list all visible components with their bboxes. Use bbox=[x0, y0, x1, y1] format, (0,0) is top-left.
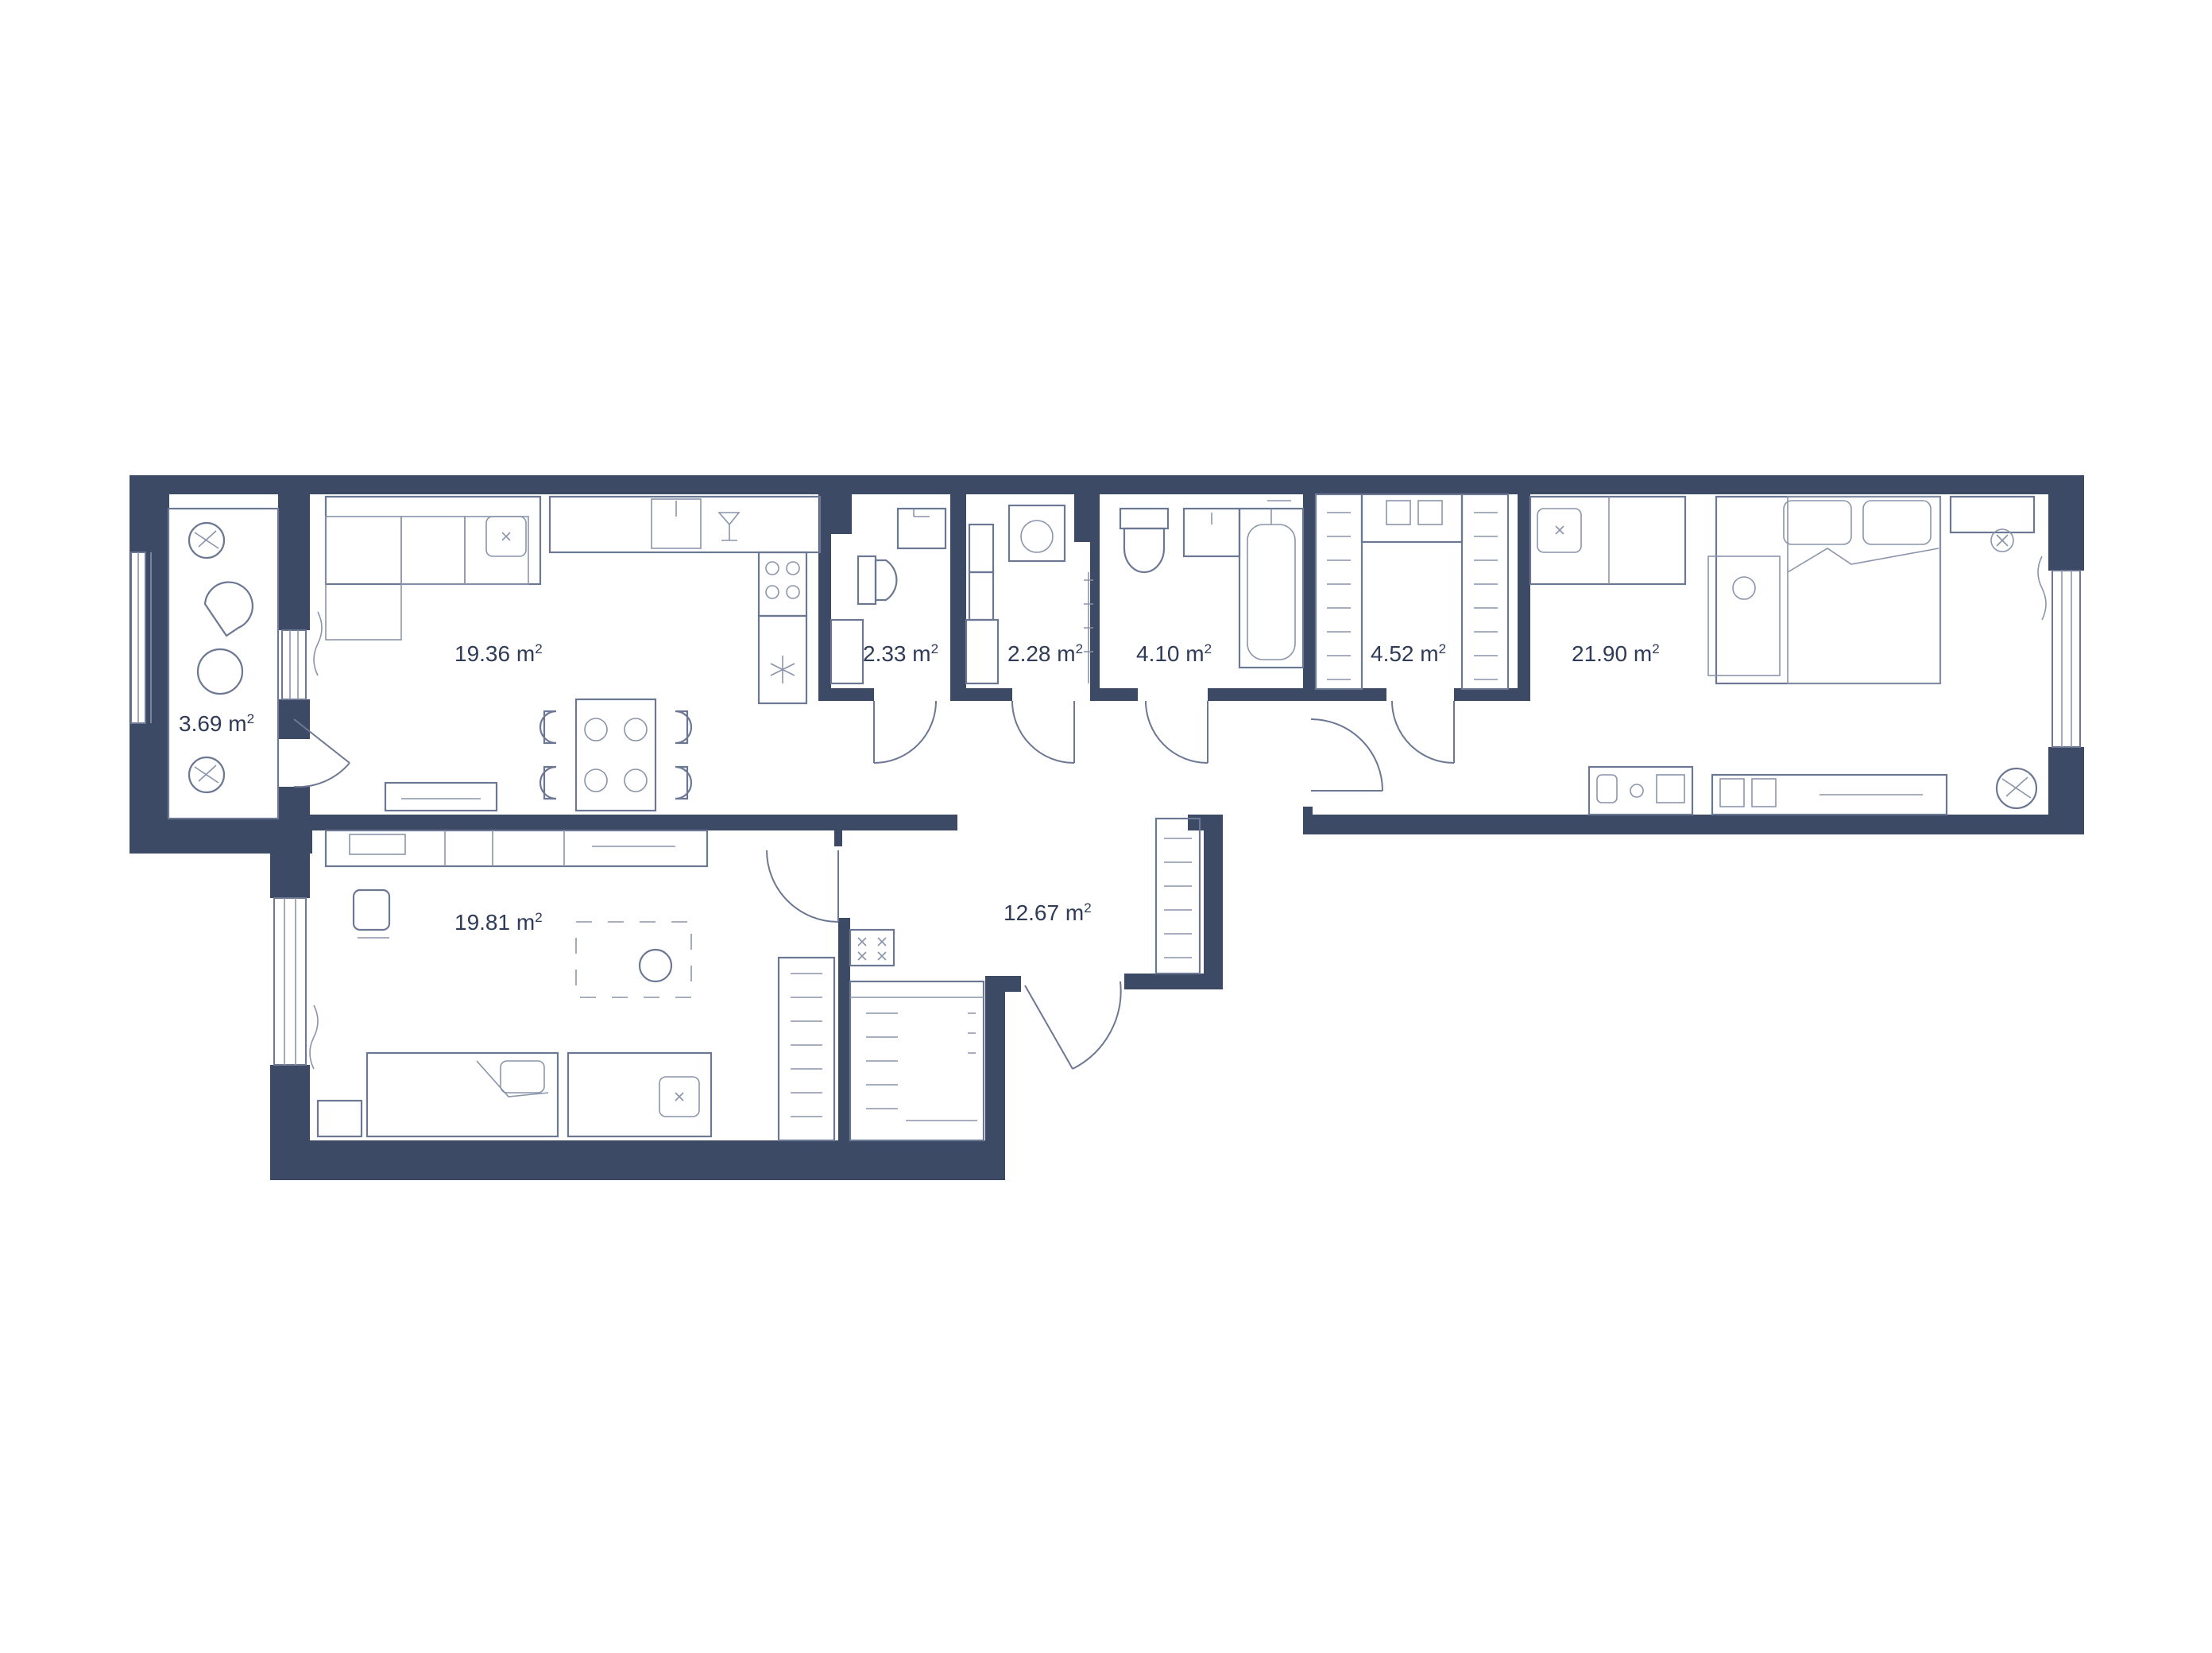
wardrobe-icon bbox=[1154, 817, 1201, 975]
toilet-icon bbox=[1119, 507, 1170, 574]
area-label-hall: 12.67 m2 bbox=[1004, 900, 1092, 925]
bedroom-door bbox=[1310, 718, 1383, 792]
kitchen-counter-icon bbox=[548, 495, 822, 705]
balcony-door bbox=[293, 718, 350, 788]
area-label-toilet: 2.33 m2 bbox=[863, 641, 938, 666]
living-window bbox=[281, 629, 307, 700]
entrance-door bbox=[1024, 981, 1122, 1070]
shelf-icon bbox=[324, 829, 709, 868]
walls bbox=[130, 475, 2084, 1180]
sofa-icon bbox=[324, 495, 542, 641]
area-label-laundry: 2.28 m2 bbox=[1007, 641, 1083, 666]
sofa-icon bbox=[567, 1051, 713, 1138]
windows bbox=[130, 552, 2081, 1066]
bedroom-furniture bbox=[1529, 495, 2047, 816]
round-table-icon bbox=[196, 648, 244, 695]
kitchen-living-furniture bbox=[313, 495, 822, 812]
area-label-wardrobe: 4.52 m2 bbox=[1371, 641, 1446, 666]
chair-icon bbox=[352, 888, 391, 939]
plant-icon bbox=[188, 756, 226, 794]
laundry-furniture bbox=[965, 504, 1093, 685]
curtain-icon bbox=[2037, 556, 2047, 621]
rug-icon bbox=[575, 921, 692, 998]
wardrobe-icon bbox=[849, 980, 985, 1142]
electrical-panel-icon bbox=[849, 928, 895, 967]
area-label-kitchen-living: 19.36 m2 bbox=[454, 641, 543, 666]
sofa-icon bbox=[1529, 495, 1687, 586]
bedroom-window bbox=[2052, 570, 2081, 748]
armchair-icon bbox=[203, 581, 253, 637]
curtain-icon bbox=[313, 611, 323, 676]
furniture bbox=[167, 493, 2047, 1142]
sink-icon bbox=[1182, 507, 1241, 558]
desk-icon bbox=[1587, 765, 1694, 816]
bedroom2-door bbox=[766, 850, 839, 923]
area-label-balcony: 3.69 m2 bbox=[179, 711, 254, 736]
plant-icon bbox=[1995, 767, 2038, 810]
bed-icon bbox=[1707, 495, 1942, 685]
balcony-window bbox=[130, 552, 152, 724]
balcony-furniture bbox=[167, 507, 280, 820]
toilet-icon bbox=[857, 555, 898, 606]
toilet-door bbox=[873, 700, 937, 764]
dining-table-icon bbox=[539, 698, 693, 812]
area-labels: 3.69 m2 19.36 m2 2.33 m2 2.28 m2 4.10 m2… bbox=[179, 641, 1660, 935]
area-label-bedroom: 21.90 m2 bbox=[1572, 641, 1660, 666]
bed-icon bbox=[365, 1051, 559, 1138]
curtain-icon bbox=[309, 1005, 319, 1070]
bathroom-door bbox=[1145, 700, 1208, 764]
wardrobe-icon bbox=[777, 956, 836, 1142]
nightstand-icon bbox=[1949, 495, 2036, 552]
area-label-bedroom-2: 19.81 m2 bbox=[454, 910, 543, 935]
wardrobe-door bbox=[1391, 700, 1455, 764]
bedroom2-window bbox=[273, 897, 307, 1066]
bathtub-icon bbox=[1238, 500, 1305, 669]
doors bbox=[293, 700, 1455, 1070]
bathroom-furniture bbox=[1119, 500, 1305, 669]
bedroom2-furniture bbox=[309, 829, 836, 1142]
dresser-icon bbox=[1711, 773, 1948, 816]
washing-machine-icon bbox=[1007, 504, 1066, 563]
laundry-door bbox=[1011, 700, 1075, 764]
tv-stand-icon bbox=[384, 781, 498, 812]
wardrobe-furniture bbox=[1314, 493, 1510, 691]
area-label-bathroom: 4.10 m2 bbox=[1136, 641, 1212, 666]
hall-furniture bbox=[849, 817, 1201, 1142]
plant-icon bbox=[188, 521, 226, 559]
toilet-furniture bbox=[830, 507, 947, 685]
